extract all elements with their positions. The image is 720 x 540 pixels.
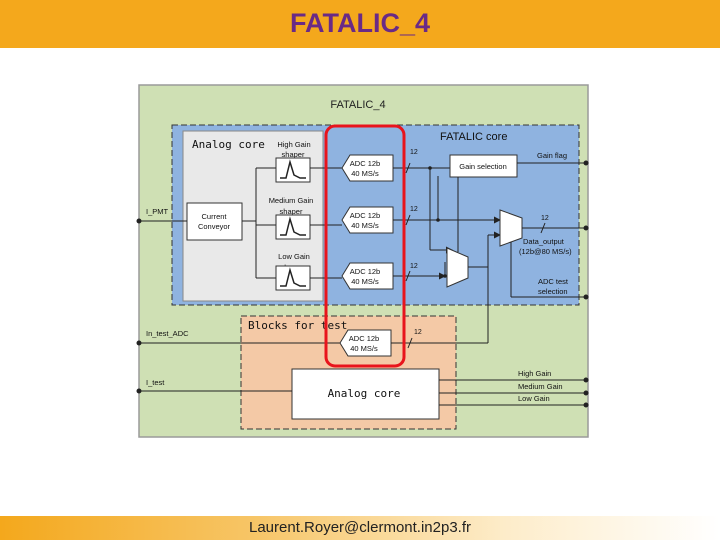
footer-email: Laurent.Royer@clermont.in2p3.fr (249, 519, 471, 536)
bus-width-2: 12 (410, 206, 418, 213)
shaper-low-gain-title: Low Gain (278, 252, 310, 261)
test-analog-core-label: Analog core (328, 387, 401, 400)
current-conveyor-label-2: Conveyor (198, 222, 231, 231)
test-output-low-gain-pin (583, 402, 589, 408)
shaper-medium-gain-title: Medium Gain (269, 196, 314, 205)
adc-test-label-1: ADC 12b (349, 334, 379, 343)
adc-test-selection-label-2: selection (538, 287, 568, 296)
bus-width-3: 12 (410, 263, 418, 270)
footer-bar (0, 516, 720, 540)
current-conveyor-block (186, 202, 243, 241)
test-output-medium-gain-label: Medium Gain (518, 382, 563, 391)
gain-flag-label: Gain flag (537, 151, 567, 160)
bus-width-1: 12 (410, 149, 418, 156)
gain-flag-pin (583, 160, 589, 166)
i-pmt-label: I_PMT (146, 207, 169, 216)
slide-title: FATALIC_4 (289, 8, 430, 38)
analog-core-label: Analog core (192, 138, 265, 151)
in-test-adc-label: In_test_ADC (146, 329, 189, 338)
shaper-medium-gain-label: shaper (280, 207, 303, 216)
shaper-high-gain-label: shaper (282, 150, 305, 159)
title-bar (0, 0, 720, 48)
adc-medium-gain-label-1: ADC 12b (350, 211, 380, 220)
adc-test-selection-label-1: ADC test (538, 277, 569, 286)
chip-title: FATALIC_4 (330, 99, 385, 111)
adc-test-label-2: 40 MS/s (350, 344, 378, 353)
data-output-label-1: Data_output (523, 237, 565, 246)
test-output-medium-gain-pin (583, 390, 589, 396)
adc-low-gain-label-2: 40 MS/s (351, 277, 379, 286)
mux-output (499, 209, 523, 247)
test-analog-core-block (291, 368, 440, 420)
adc-medium-gain-label-2: 40 MS/s (351, 221, 379, 230)
bus-width-4: 12 (414, 329, 422, 336)
shaper-high-gain-title: High Gain (277, 140, 310, 149)
bus-width-out: 12 (541, 215, 549, 222)
data-output-label-2: (12b@80 MS/s) (519, 247, 572, 256)
gain-selection-label: Gain selection (459, 162, 507, 171)
adc-low-gain-label-1: ADC 12b (350, 267, 380, 276)
test-output-low-gain-label: Low Gain (518, 394, 550, 403)
adc-highlight-box (324, 124, 406, 368)
test-output-high-gain-label: High Gain (518, 369, 551, 378)
gain-selection-block (449, 154, 518, 178)
data-output-pin (583, 225, 589, 231)
mux-gain (446, 247, 469, 288)
test-output-high-gain-pin (583, 377, 589, 383)
fatalic-core-label: FATALIC core (440, 131, 507, 143)
adc-high-gain-label-2: 40 MS/s (351, 169, 379, 178)
i-test-label: I_test (146, 378, 165, 387)
adc-high-gain-label-1: ADC 12b (350, 159, 380, 168)
blocks-for-test-label: Blocks for test (248, 319, 347, 332)
current-conveyor-label-1: Current (201, 212, 227, 221)
